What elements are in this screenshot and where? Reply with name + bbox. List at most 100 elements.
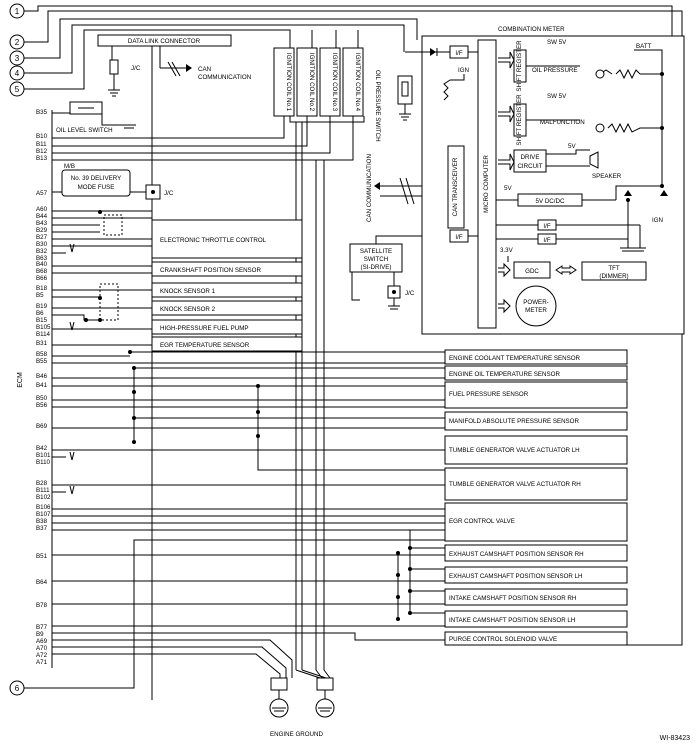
data-link-connector: DATA LINK CONNECTOR	[97, 34, 232, 700]
high-pressure-fuel-pump: HIGH-PRESSURE FUEL PUMP	[52, 319, 303, 335]
svg-text:DATA LINK CONNECTOR: DATA LINK CONNECTOR	[128, 38, 201, 45]
purge-control-solenoid-valve: PURGE CONTROL SOLENOID VALVE	[52, 631, 628, 646]
svg-text:INTAKE CAMSHAFT POSITION SENSO: INTAKE CAMSHAFT POSITION SENSOR RH	[449, 595, 576, 602]
pin-b42: B42	[36, 445, 48, 452]
pin-b55: B55	[36, 358, 48, 365]
svg-text:ELECTRONIC THROTTLE CONTROL: ELECTRONIC THROTTLE CONTROL	[160, 237, 267, 244]
svg-text:IGNITION COIL No.4: IGNITION COIL No.4	[354, 53, 361, 112]
svg-text:ENGINE COOLANT TEMPERATURE SEN: ENGINE COOLANT TEMPERATURE SENSOR	[449, 355, 581, 362]
svg-text:INTAKE CAMSHAFT POSITION SENSO: INTAKE CAMSHAFT POSITION SENSOR LH	[449, 617, 575, 624]
svg-text:6: 6	[15, 684, 20, 693]
svg-text:TUMBLE GENERATOR VALVE ACTUATO: TUMBLE GENERATOR VALVE ACTUATOR LH	[449, 447, 580, 454]
pin-b51: B51	[36, 553, 48, 560]
pin-b18: B18	[36, 285, 48, 292]
svg-text:TFT: TFT	[608, 265, 620, 272]
knock-sensor-1: KNOCK SENSOR 1	[52, 282, 303, 298]
pin-a69: A69	[36, 638, 48, 645]
pin-b38: B38	[36, 518, 48, 525]
pin-b15: B15	[36, 317, 48, 324]
figure-id: WI-83423	[660, 735, 690, 742]
svg-text:CAN COMMUNICATION: CAN COMMUNICATION	[366, 154, 373, 222]
svg-text:SHIFT REGISTER: SHIFT REGISTER	[516, 40, 523, 92]
fuel-pressure-sensor: FUEL PRESSURE SENSOR	[52, 381, 628, 409]
exhaust-camshaft-position-sensor-rh: EXHAUST CAMSHAFT POSITION SENSOR RH	[52, 544, 628, 562]
svg-text:KNOCK SENSOR 2: KNOCK SENSOR 2	[160, 306, 216, 313]
svg-text:HIGH-PRESSURE FUEL PUMP: HIGH-PRESSURE FUEL PUMP	[160, 325, 248, 332]
svg-text:(SI-DRIVE): (SI-DRIVE)	[361, 264, 392, 271]
pin-b68: B68	[36, 268, 48, 275]
pin-b5: B5	[36, 292, 44, 299]
svg-text:EGR CONTROL VALVE: EGR CONTROL VALVE	[449, 518, 515, 525]
svg-text:5V: 5V	[568, 143, 576, 150]
micro-computer	[477, 39, 497, 329]
pin-b10: B10	[36, 133, 48, 140]
svg-text:DRIVE: DRIVE	[521, 154, 540, 161]
pin-a70: A70	[36, 645, 48, 652]
shift-register-2: SHIFT REGISTER SW 5V MALFUNCTION	[498, 93, 662, 146]
svg-text:3.3V: 3.3V	[500, 247, 514, 254]
svg-text:MANIFOLD ABSOLUTE PRESSURE SEN: MANIFOLD ABSOLUTE PRESSURE SENSOR	[449, 418, 579, 425]
pin-b50: B50	[36, 395, 48, 402]
svg-text:5V: 5V	[504, 185, 512, 192]
svg-text:IGN: IGN	[458, 67, 469, 74]
svg-text:MALFUNCTION: MALFUNCTION	[540, 119, 585, 126]
pin-b27: B27	[36, 234, 48, 241]
egr-control-valve: EGR CONTROL VALVE	[52, 502, 628, 542]
svg-text:MODE FUSE: MODE FUSE	[78, 184, 115, 191]
power-meter	[515, 285, 557, 327]
pin-b37: B37	[36, 525, 48, 532]
svg-text:COMBINATION METER: COMBINATION METER	[498, 26, 565, 33]
gdc	[513, 261, 551, 279]
pin-b11: B11	[36, 141, 47, 148]
ignition-coil-3: IGNITION COIL No.3	[52, 47, 341, 154]
ignition-coil-2: IGNITION COIL No.2	[52, 47, 318, 147]
delivery-mode-fuse: M/B No. 39 DELIVERY MODE FUSE J/C	[52, 163, 174, 200]
svg-text:J/C: J/C	[164, 190, 174, 197]
svg-text:EXHAUST CAMSHAFT POSITION SENS: EXHAUST CAMSHAFT POSITION SENSOR RH	[449, 551, 584, 558]
svg-text:I/F: I/F	[455, 50, 462, 57]
pin-b114: B114	[36, 331, 51, 338]
ignition-coil-1: IGNITION COIL No.1	[52, 47, 295, 139]
pin-b69: B69	[36, 423, 48, 430]
pin-b12: B12	[36, 148, 48, 155]
svg-text:SATELLITE: SATELLITE	[360, 248, 392, 255]
connector-3: 3	[9, 50, 25, 66]
svg-text:5: 5	[15, 85, 20, 94]
oil-pressure-switch: OIL PRESSURE SWITCH	[374, 70, 413, 142]
svg-text:ENGINE OIL TEMPERATURE SENSOR: ENGINE OIL TEMPERATURE SENSOR	[449, 371, 560, 378]
svg-text:TUMBLE GENERATOR VALVE ACTUATO: TUMBLE GENERATOR VALVE ACTUATOR RH	[449, 481, 581, 488]
tft-dimmer	[581, 261, 647, 281]
intake-camshaft-position-sensor-lh: INTAKE CAMSHAFT POSITION SENSOR LH	[52, 610, 628, 628]
tumble-generator-valve-actuator-lh: TUMBLE GENERATOR VALVE ACTUATOR LH	[52, 434, 628, 465]
exhaust-camshaft-position-sensor-lh: EXHAUST CAMSHAFT POSITION SENSOR LH	[52, 566, 628, 584]
svg-text:I/F: I/F	[455, 234, 462, 241]
pin-b66: B66	[36, 275, 48, 282]
pin-b110: B110	[36, 459, 51, 466]
tumble-generator-valve-actuator-rh: TUMBLE GENERATOR VALVE ACTUATOR RH	[52, 386, 628, 501]
svg-text:CRANKSHAFT POSITION SENSOR: CRANKSHAFT POSITION SENSOR	[160, 267, 261, 274]
pin-b102: B102	[36, 494, 51, 501]
ecm-block: ECM	[17, 110, 53, 675]
drive-circuit: DRIVE CIRCUIT 5V SPEAKER	[498, 143, 622, 180]
pin-b19: B19	[36, 303, 48, 310]
svg-text:METER: METER	[525, 307, 547, 314]
svg-text:4: 4	[15, 69, 20, 78]
svg-text:3: 3	[15, 54, 20, 63]
pin-b35: B35	[36, 109, 48, 116]
pin-b32: B32	[36, 248, 48, 255]
pin-b30: B30	[36, 241, 48, 248]
svg-text:IGN: IGN	[652, 217, 663, 224]
pin-b111: B111	[36, 487, 50, 494]
pin-b106: B106	[36, 504, 51, 511]
pin-b40: B40	[36, 261, 48, 268]
svg-text:EGR TEMPERATURE SENSOR: EGR TEMPERATURE SENSOR	[160, 342, 250, 349]
connector-1: 1	[9, 3, 25, 19]
pin-b28: B28	[36, 480, 48, 487]
svg-text:ENGINE GROUND: ENGINE GROUND	[270, 731, 323, 738]
svg-text:J/C: J/C	[131, 65, 141, 72]
pin-b43: B43	[36, 220, 48, 227]
pin-a57: A57	[36, 190, 48, 197]
pin-b13: B13	[36, 155, 48, 162]
manifold-absolute-pressure-sensor: MANIFOLD ABSOLUTE PRESSURE SENSOR	[52, 410, 628, 431]
